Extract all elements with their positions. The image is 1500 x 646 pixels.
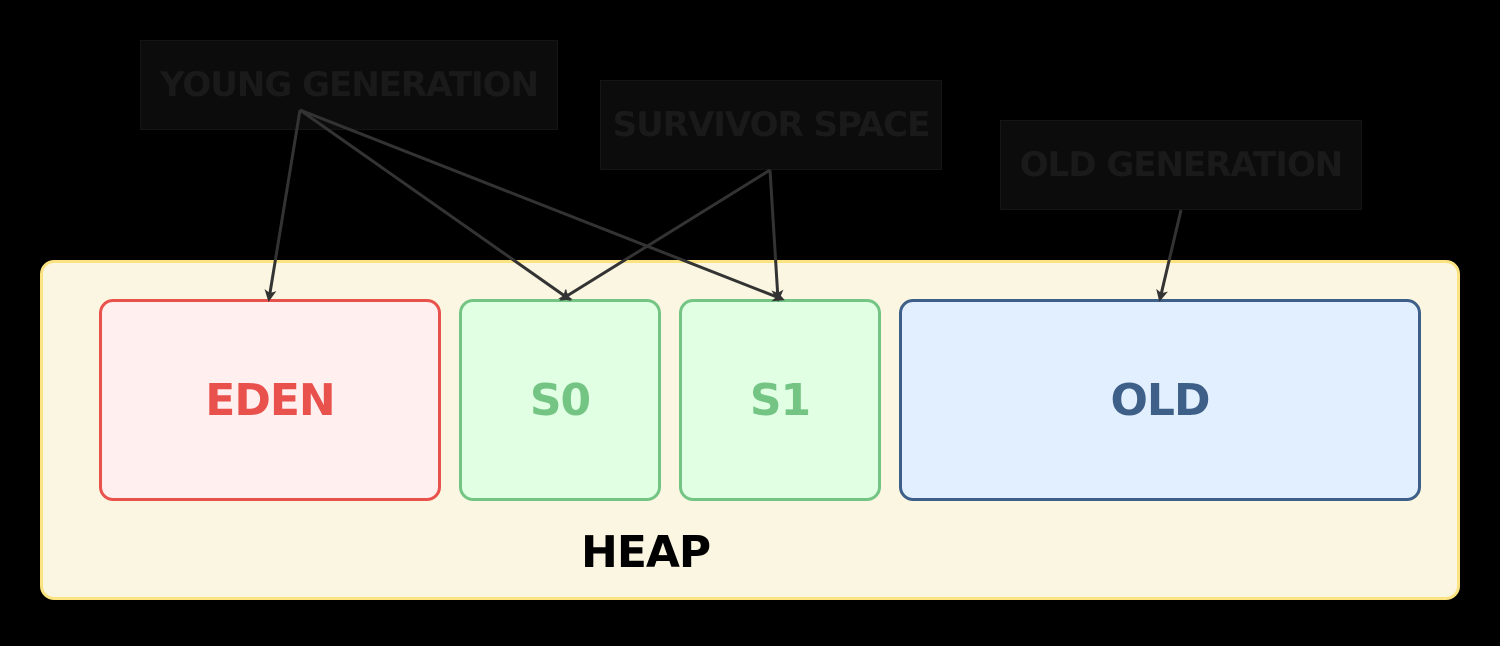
eden-region: EDEN [99, 299, 441, 501]
s0-region: S0 [459, 299, 661, 501]
survivor-space-label: SURVIVOR SPACE [600, 80, 942, 170]
s1-region: S1 [679, 299, 881, 501]
arrow-survivor-space-to-s0 [559, 168, 771, 301]
arrow-young-generation-to-s0 [299, 108, 572, 301]
old-generation-label: OLD GENERATION [1000, 120, 1362, 210]
old-region: OLD [899, 299, 1421, 501]
arrow-old-generation-to-old [1156, 209, 1183, 302]
young-generation-label: YOUNG GENERATION [140, 40, 558, 130]
arrow-young-generation-to-eden [264, 109, 302, 302]
arrow-young-generation-to-s1 [299, 108, 785, 302]
arrow-survivor-space-to-s1 [768, 169, 784, 302]
heap-label: HEAP [581, 527, 711, 578]
